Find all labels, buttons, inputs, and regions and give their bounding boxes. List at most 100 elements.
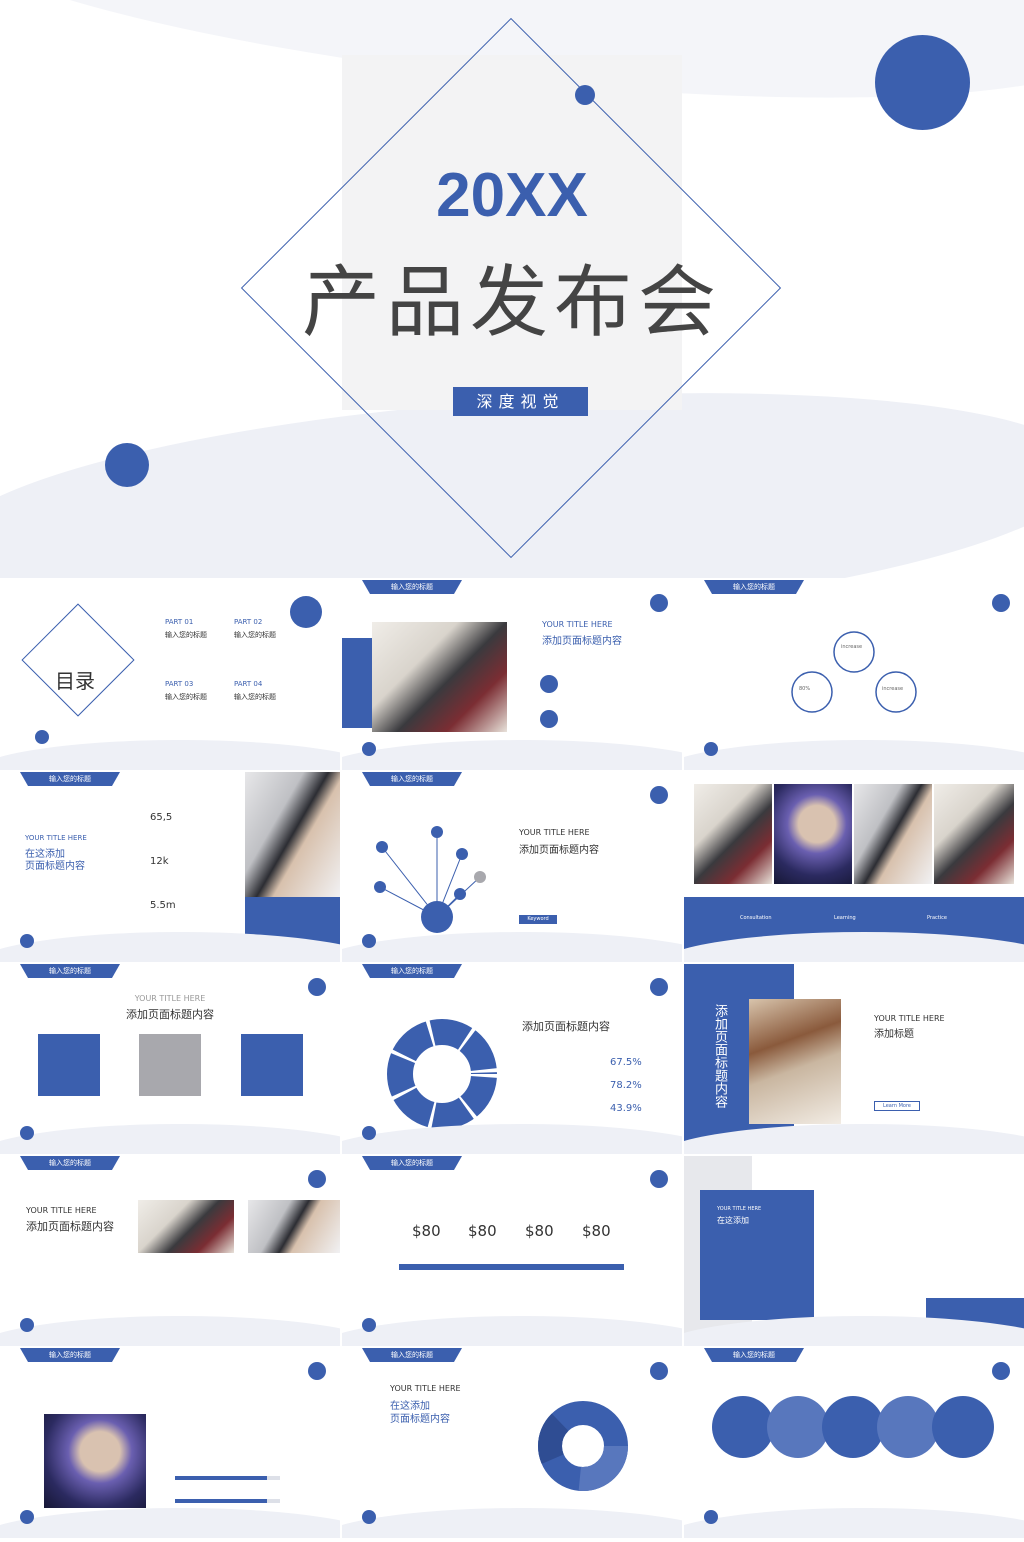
progress-track	[175, 1499, 280, 1503]
slide-dot	[704, 1510, 718, 1524]
slide-dot	[650, 1170, 668, 1188]
cover-slide: 20XX 产品发布会 深度视觉	[0, 0, 1024, 578]
slide-tab: 输入您的标题	[20, 1348, 120, 1362]
slide-tab: 输入您的标题	[20, 1156, 120, 1170]
slide-dot	[992, 1362, 1010, 1380]
toc-part-label: 输入您的标题	[234, 631, 276, 639]
slide-subtitle: YOUR TITLE HERE	[717, 1206, 762, 1212]
cover-large-dot	[875, 35, 970, 130]
percent-value: 78.2%	[610, 1080, 642, 1091]
slide-progress[interactable]: 输入您的标题	[0, 1348, 340, 1538]
laptop-photo	[934, 784, 1014, 884]
laptop-photo	[694, 784, 772, 884]
feature-circle	[822, 1396, 884, 1458]
slide-tab: 输入您的标题	[362, 580, 462, 594]
slide-title: 添加标题	[874, 1029, 914, 1040]
slide-tab: 输入您的标题	[362, 1348, 462, 1362]
services-bar	[684, 897, 1024, 955]
slide-ring-icons[interactable]: 输入您的标题 添加页面标题内容 67.5% 78.2% 43.9%	[342, 964, 682, 1154]
slide-title: 添加页面标题内容	[542, 636, 622, 647]
slide-pricing[interactable]: 输入您的标题 $80 $80 $80 $80	[342, 1156, 682, 1346]
slide-subtitle: YOUR TITLE HERE	[390, 1384, 461, 1393]
network-diagram	[374, 826, 486, 933]
slide-dot	[20, 1126, 34, 1140]
price-value: $80	[525, 1222, 554, 1240]
hand-photo	[774, 784, 852, 884]
progress-track	[175, 1476, 280, 1480]
keyword-button[interactable]: Keyword	[519, 915, 557, 924]
cover-year: 20XX	[436, 161, 588, 230]
slide-dot	[362, 742, 376, 756]
slide-circles[interactable]: 输入您的标题	[684, 1348, 1024, 1538]
handshake-photo	[248, 1200, 340, 1253]
slide-dot	[650, 1362, 668, 1380]
price-value: $80	[468, 1222, 497, 1240]
toc-part-num: PART 01	[165, 618, 194, 626]
slide-tab: 输入您的标题	[362, 964, 462, 978]
slide-subtitle: YOUR TITLE HERE	[26, 1206, 97, 1215]
cover-badge: 深度视觉	[453, 387, 588, 416]
slide-title: 添加页面标题内容	[519, 845, 599, 856]
slide-dot	[20, 1510, 34, 1524]
service-label: Consultation	[740, 915, 772, 921]
slide-tab: 输入您的标题	[20, 772, 120, 786]
hand-photo	[44, 1414, 146, 1508]
slide-dot	[308, 978, 326, 996]
cycle-diagram	[791, 631, 917, 713]
slide-dot	[290, 596, 322, 628]
slide-dot	[992, 594, 1010, 612]
slide-dot	[35, 730, 49, 744]
blue-corner-box	[926, 1298, 1024, 1346]
slide-donut[interactable]: 输入您的标题 YOUR TITLE HERE 在这添加 页面标题内容	[342, 1348, 682, 1538]
slide-subtitle: YOUR TITLE HERE	[519, 828, 590, 837]
slide-three-boxes[interactable]: 输入您的标题 YOUR TITLE HERE 添加页面标题内容	[0, 964, 340, 1154]
ring-diagram	[386, 1018, 498, 1130]
slide-network[interactable]: 输入您的标题 YOUR TITLE HERE 添加页面标题内容 Keyword	[342, 772, 682, 962]
slide-services[interactable]: Consultation Learning Practice	[684, 772, 1024, 962]
slide-dot	[650, 594, 668, 612]
handshake-photo	[854, 784, 932, 884]
slide-dot	[704, 742, 718, 756]
slide-toc[interactable]: 目录 PART 01 输入您的标题 PART 02 输入您的标题 PART 03…	[0, 580, 340, 770]
slide-stats[interactable]: 输入您的标题 YOUR TITLE HERE 在这添加 页面标题内容 65,5 …	[0, 772, 340, 962]
toc-part-label: 输入您的标题	[165, 693, 207, 701]
slide-dot	[362, 1126, 376, 1140]
slide-tab: 输入您的标题	[704, 580, 804, 594]
slide-title: 添加页面标题内容	[522, 1020, 610, 1033]
slide-tab: 输入您的标题	[362, 772, 462, 786]
stat-value: 65,5	[150, 812, 173, 823]
feature-circle	[712, 1396, 774, 1458]
toc-part-label: 输入您的标题	[165, 631, 207, 639]
feature-circle	[877, 1396, 939, 1458]
cycle-label: increase	[882, 686, 904, 692]
price-value: $80	[412, 1222, 441, 1240]
learn-more-button[interactable]: Learn More	[874, 1101, 920, 1111]
slide-two-photos[interactable]: 输入您的标题 YOUR TITLE HERE 添加页面标题内容	[0, 1156, 340, 1346]
slide-dot	[20, 1318, 34, 1332]
slide-cycle[interactable]: 输入您的标题 increase 80% increase	[684, 580, 1024, 770]
slide-dot	[362, 934, 376, 948]
laptop-photo	[138, 1200, 234, 1253]
cover-title: 产品发布会	[301, 258, 722, 348]
slide-callout[interactable]: YOUR TITLE HERE 在这添加	[684, 1156, 1024, 1346]
cover-gray-panel	[342, 55, 682, 410]
slide-dot	[308, 1362, 326, 1380]
feature-box	[139, 1034, 201, 1096]
price-value: $80	[582, 1222, 611, 1240]
slide-vertical-title[interactable]: 添加页面标题内容 YOUR TITLE HERE 添加标题 Learn More	[684, 964, 1024, 1154]
list-icon	[540, 675, 558, 693]
blue-accent-bar	[342, 638, 372, 728]
slide-subtitle: YOUR TITLE HERE	[25, 834, 87, 842]
service-label: Learning	[834, 915, 856, 921]
slide-title: 在这添加	[390, 1401, 430, 1412]
cycle-label: increase	[841, 644, 863, 650]
cafe-photo	[749, 999, 841, 1124]
slide-dot	[20, 934, 34, 948]
slide-dot	[650, 978, 668, 996]
slide-title: 页面标题内容	[390, 1414, 450, 1425]
toc-part-num: PART 04	[234, 680, 263, 688]
cover-medium-dot	[105, 443, 149, 487]
slide-photo-list[interactable]: 输入您的标题 YOUR TITLE HERE 添加页面标题内容	[342, 580, 682, 770]
slide-dot	[650, 786, 668, 804]
toc-part-num: PART 02	[234, 618, 263, 626]
